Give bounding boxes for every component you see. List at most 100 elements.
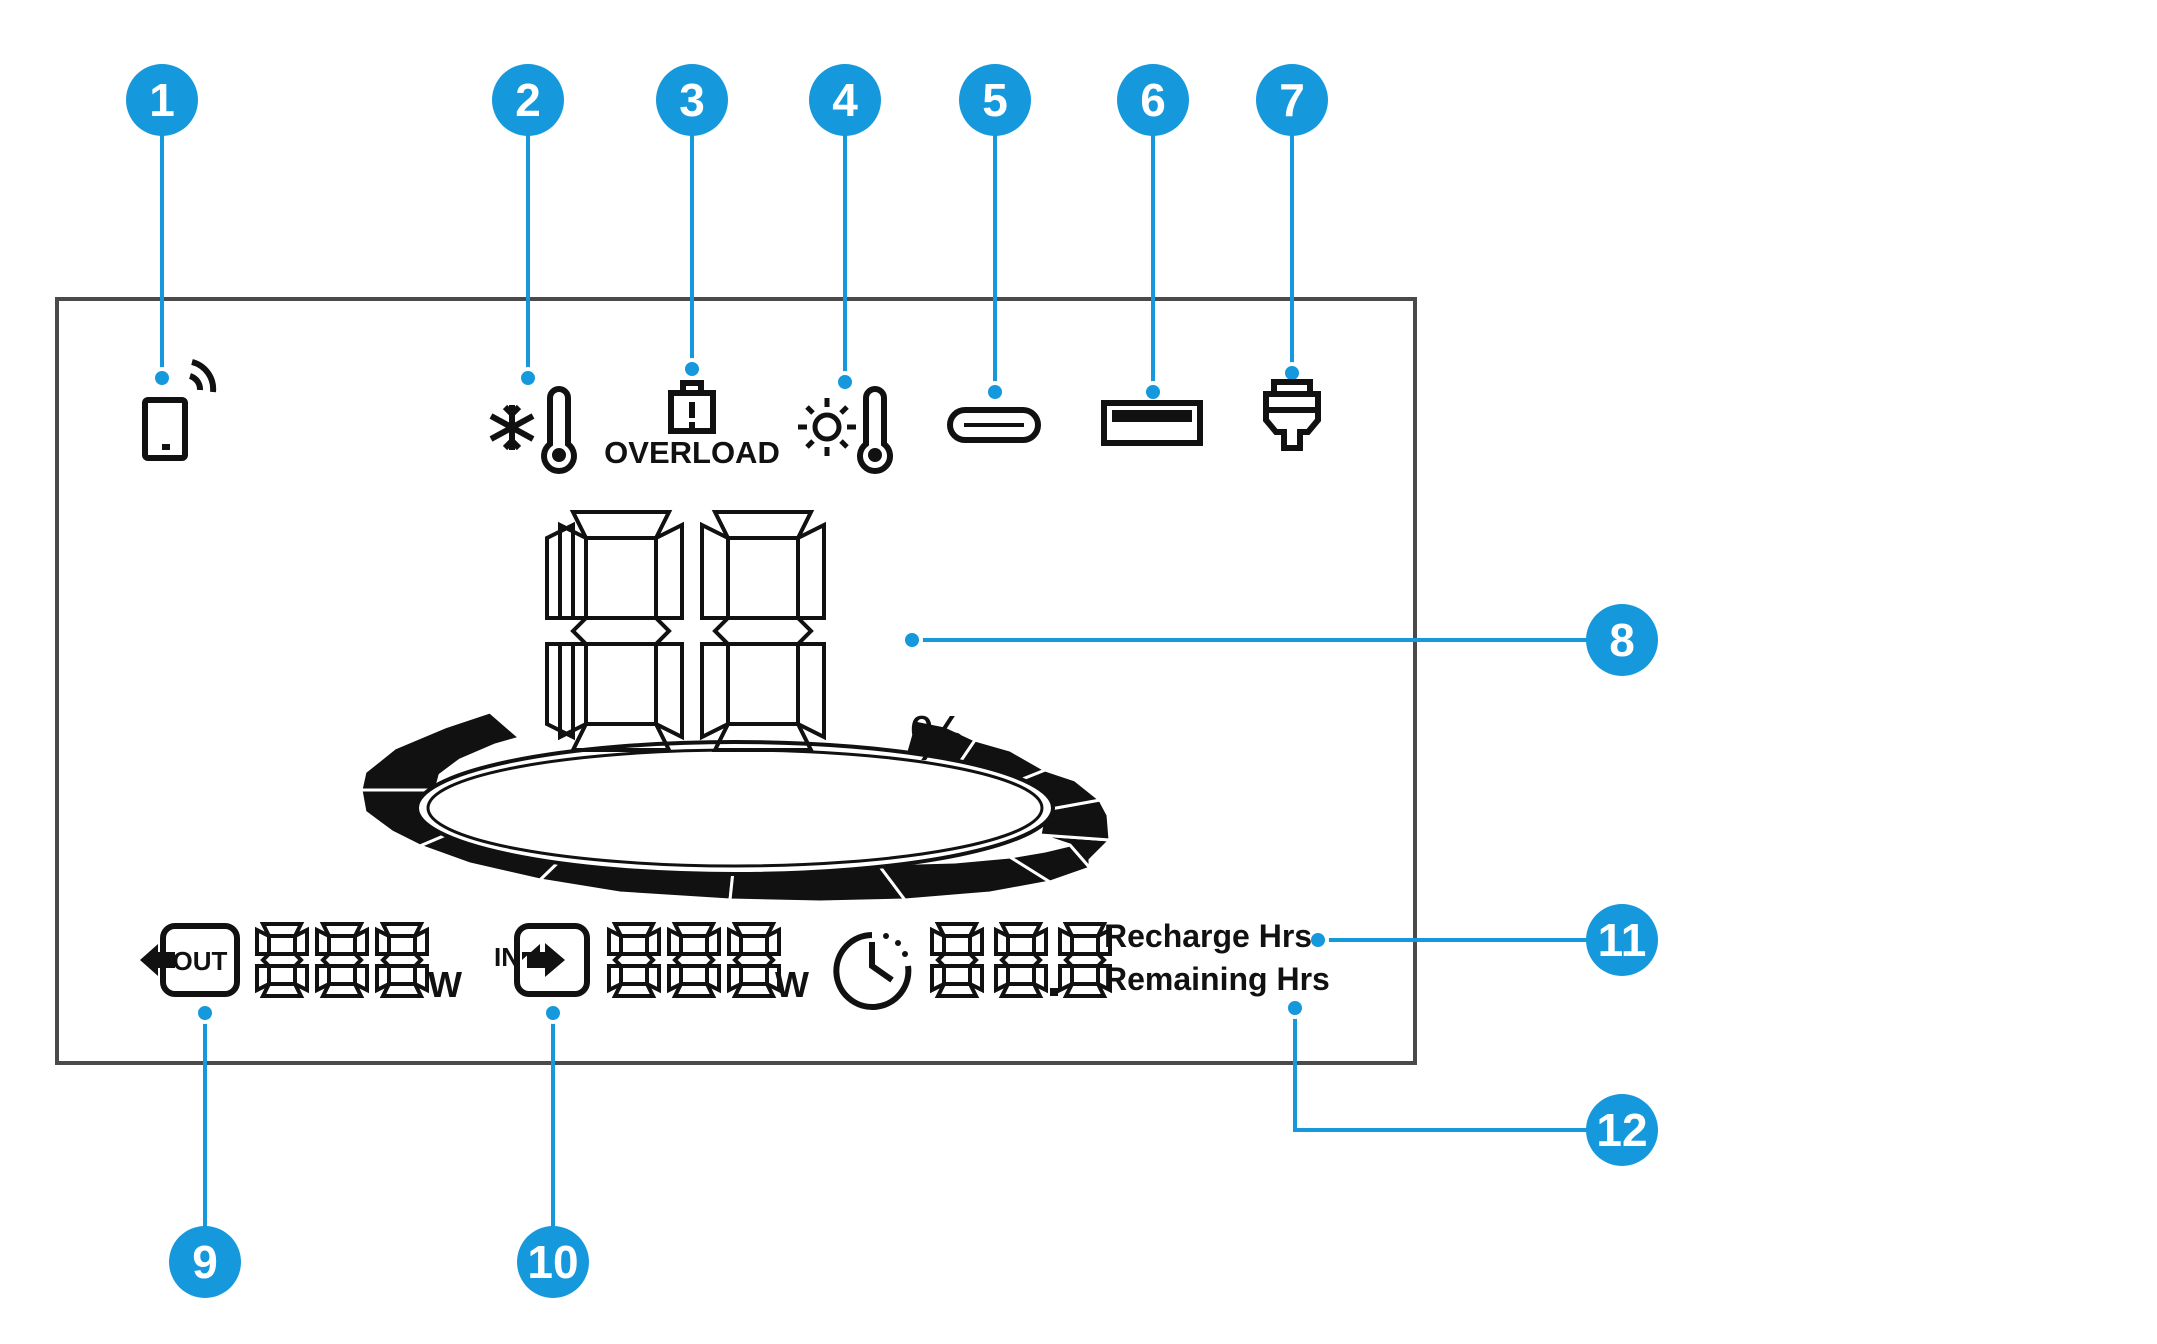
segment-f <box>315 926 331 956</box>
svg-text:12: 12 <box>1596 1104 1647 1156</box>
segment-d <box>998 982 1044 998</box>
svg-text:8: 8 <box>1609 614 1635 666</box>
segment-d <box>671 982 717 998</box>
svg-text:4: 4 <box>832 74 858 126</box>
segment-e <box>255 964 271 994</box>
segment-e <box>700 642 730 741</box>
high-temperature-icon <box>798 386 893 474</box>
segment-f <box>375 926 391 956</box>
segment-a <box>569 510 673 540</box>
segment-g <box>612 952 656 968</box>
segment-b <box>1032 926 1048 956</box>
segment-e <box>994 964 1010 994</box>
battery-ring <box>359 710 1114 904</box>
percent-unit: % <box>910 702 967 774</box>
segment-d <box>611 982 657 998</box>
callout-6: 6 <box>1117 64 1189 136</box>
svg-text:2: 2 <box>515 74 541 126</box>
input-watts-digits <box>607 922 781 998</box>
segment-f <box>255 926 271 956</box>
in-icon: IN <box>494 923 590 997</box>
digit-8 <box>255 922 309 998</box>
output-power-group: OUT W <box>140 922 462 1005</box>
svg-text:IN: IN <box>494 942 520 972</box>
segment-f <box>667 926 683 956</box>
segment-d <box>711 722 815 752</box>
segment-e <box>607 964 623 994</box>
digit-8 <box>930 922 984 998</box>
decimal-point <box>1050 988 1058 996</box>
digit-8 <box>558 510 684 752</box>
segment-b <box>645 926 661 956</box>
callout-2: 2 <box>492 64 564 136</box>
svg-text:7: 7 <box>1279 74 1305 126</box>
callout-4: 4 <box>809 64 881 136</box>
svg-text:9: 9 <box>192 1236 218 1288</box>
car-outlet-icon <box>1263 379 1321 451</box>
callout-9: 9 <box>169 1226 241 1298</box>
out-icon: OUT <box>140 923 240 997</box>
segment-f <box>930 926 946 956</box>
clock-icon <box>833 932 912 1010</box>
digit-8 <box>375 922 429 998</box>
segment-b <box>765 926 781 956</box>
output-watts-digits <box>255 922 429 998</box>
input-power-group: IN W <box>494 922 809 1005</box>
callout-1: 1 <box>126 64 198 136</box>
svg-text:11: 11 <box>1598 914 1647 966</box>
recharge-hrs-label: Recharge Hrs <box>1104 918 1312 954</box>
segment-g <box>570 616 672 646</box>
segment-c <box>654 642 684 741</box>
usb-c-icon <box>947 407 1041 443</box>
battery-percent-digits <box>545 510 826 752</box>
time-hours-digits <box>930 922 1112 998</box>
lcd-frame <box>55 297 1417 1065</box>
segment-b <box>968 926 984 956</box>
digit-8 <box>700 510 826 752</box>
svg-text:3: 3 <box>679 74 705 126</box>
segment-d <box>569 722 673 752</box>
callout-10: 10 <box>517 1226 589 1298</box>
segment-e <box>315 964 331 994</box>
digit-8 <box>1058 922 1112 998</box>
svg-text:5: 5 <box>982 74 1008 126</box>
callout-5: 5 <box>959 64 1031 136</box>
segment-b <box>796 521 826 620</box>
segment-b <box>293 926 309 956</box>
svg-text:10: 10 <box>527 1236 578 1288</box>
svg-text:6: 6 <box>1140 74 1166 126</box>
segment-e <box>727 964 743 994</box>
leader-lines <box>160 100 1622 1262</box>
segment-g <box>380 952 424 968</box>
segment-d <box>934 982 980 998</box>
svg-text:OVERLOAD: OVERLOAD <box>604 435 780 470</box>
segment-d <box>259 982 305 998</box>
segment-d <box>731 982 777 998</box>
segment-e <box>375 964 391 994</box>
usb-a-icon <box>1101 400 1203 446</box>
segment-f <box>607 926 623 956</box>
segment-e <box>1058 964 1074 994</box>
phone-signal-icon <box>142 359 217 461</box>
callout-3: 3 <box>656 64 728 136</box>
segment-d <box>1062 982 1108 998</box>
segment-f <box>994 926 1010 956</box>
digit-8 <box>994 922 1048 998</box>
segment-a <box>711 510 815 540</box>
svg-text:OUT: OUT <box>173 946 228 976</box>
remaining-hrs-label: Remaining Hrs <box>1104 961 1330 997</box>
digit-8 <box>667 922 721 998</box>
segment-c <box>796 642 826 741</box>
segment-g <box>712 616 814 646</box>
leader-dots <box>151 358 1329 1024</box>
callout-8: 8 <box>1586 604 1658 676</box>
output-watt-unit: W <box>428 964 462 1005</box>
segment-b <box>705 926 721 956</box>
callout-12: 12 <box>1586 1094 1658 1166</box>
segment-g <box>1063 952 1107 968</box>
digit-8 <box>727 922 781 998</box>
segment-g <box>935 952 979 968</box>
segment-f <box>700 521 730 620</box>
low-temperature-icon <box>489 386 577 474</box>
